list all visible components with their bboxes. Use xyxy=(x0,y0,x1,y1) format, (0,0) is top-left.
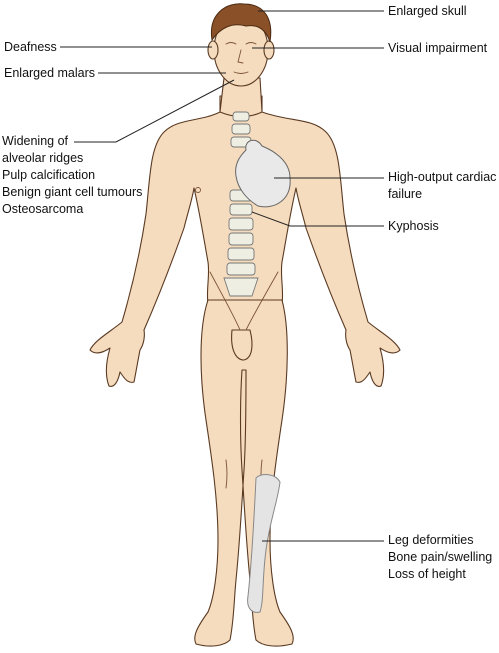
label-oral-group: Widening of alveolar ridges Pulp calcifi… xyxy=(2,133,142,218)
label-oral-line-2: alveolar ridges xyxy=(2,151,84,165)
label-oral-line-4: Benign giant cell tumours xyxy=(2,185,143,199)
ear-right xyxy=(263,40,275,60)
tibia-bone xyxy=(247,474,281,613)
face-details xyxy=(225,42,257,74)
heart-illustration xyxy=(235,139,291,208)
label-leg-line-3: Loss of height xyxy=(388,567,466,581)
label-enlarged-malars: Enlarged malars xyxy=(4,66,96,80)
body-contours xyxy=(209,271,279,489)
label-cardiac-group: High-output cardiac failure xyxy=(388,169,496,203)
label-oral-line-5: Osteosarcoma xyxy=(2,202,84,216)
label-visual-impairment: Visual impairment xyxy=(388,41,488,55)
hair xyxy=(210,3,272,43)
ear-left xyxy=(207,40,219,60)
label-kyphosis: Kyphosis xyxy=(388,219,439,233)
label-leg-line-1: Leg deformities xyxy=(388,533,474,547)
leader-oral xyxy=(74,79,235,143)
label-cardiac-line-1: High-output cardiac xyxy=(388,170,497,184)
legs xyxy=(194,299,294,647)
leader-lines xyxy=(60,10,384,542)
label-leg-group: Leg deformities Bone pain/swelling Loss … xyxy=(388,532,492,583)
leader-kyphosis xyxy=(251,211,384,227)
label-deafness: Deafness xyxy=(4,40,57,54)
label-oral-line-3: Pulp calcification xyxy=(2,168,96,182)
label-cardiac-line-2: failure xyxy=(388,187,423,201)
human-figure xyxy=(89,3,401,647)
genitals xyxy=(231,329,253,361)
label-leg-line-2: Bone pain/swelling xyxy=(388,550,493,564)
label-oral-line-1: Widening of xyxy=(2,134,69,148)
nipple-left xyxy=(195,187,201,193)
label-enlarged-skull: Enlarged skull xyxy=(388,4,467,18)
